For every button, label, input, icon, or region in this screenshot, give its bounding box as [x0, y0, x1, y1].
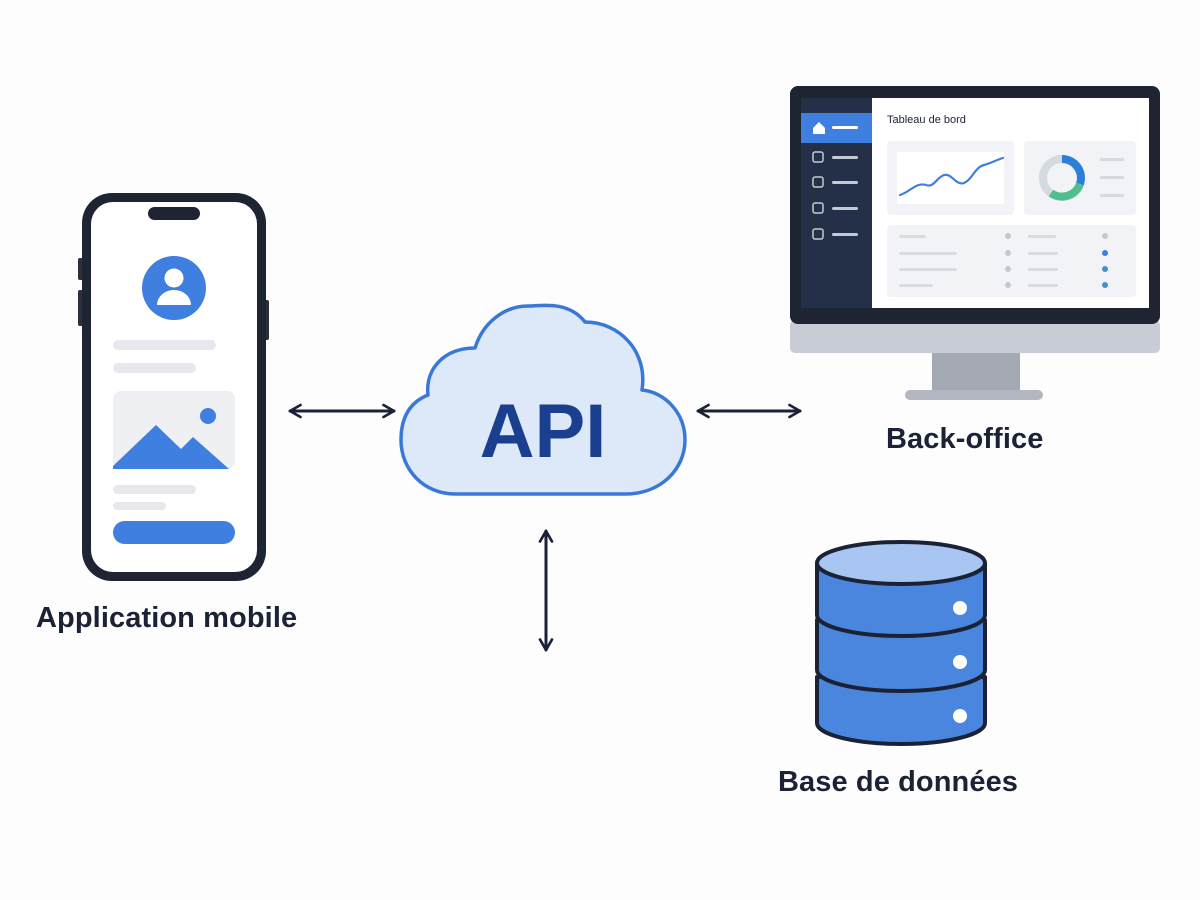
database-label: Base de données [778, 766, 1019, 798]
cloud-icon: API [399, 303, 687, 496]
database-icon [815, 540, 987, 746]
sidebar [801, 98, 872, 308]
data-table-widget [887, 225, 1136, 297]
mobile-app-label: Application mobile [36, 602, 298, 634]
avatar-icon [142, 256, 206, 320]
api-label: API [480, 389, 607, 474]
dashboard-title: Tableau de bord [887, 114, 966, 126]
smartphone-icon [78, 193, 269, 581]
backoffice-label: Back-office [886, 423, 1044, 455]
donut-chart-widget [1024, 141, 1136, 215]
line-chart-widget [887, 141, 1014, 215]
desktop-monitor-icon: Tableau de bord [790, 86, 1160, 400]
image-placeholder-icon [113, 391, 235, 469]
